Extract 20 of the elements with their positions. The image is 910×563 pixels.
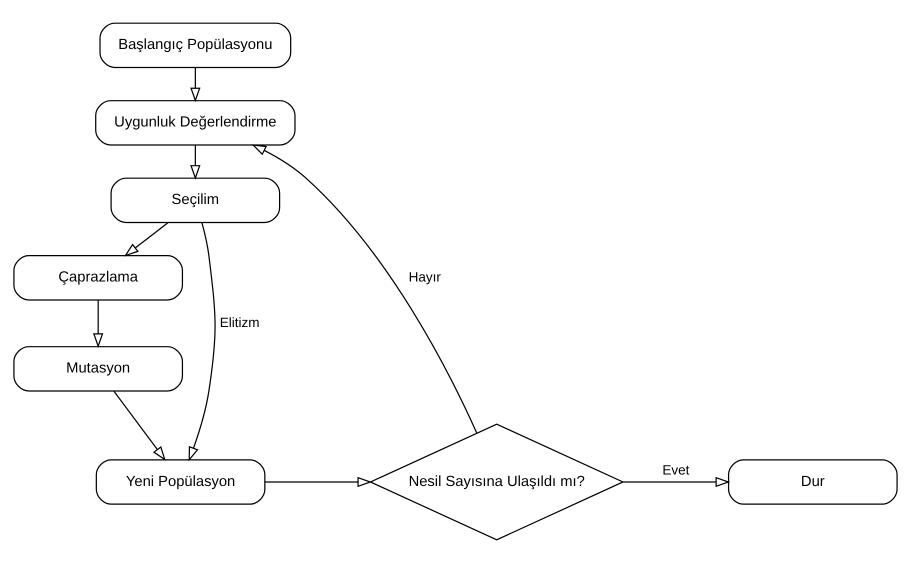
arrow <box>190 145 200 180</box>
node-box: Çaprazlama <box>12 255 183 301</box>
arrow <box>113 391 166 461</box>
arrow <box>92 300 103 348</box>
arrow <box>264 476 372 488</box>
node-box: Dur <box>727 459 898 505</box>
arrow <box>250 144 477 434</box>
node-box: Seçilim <box>110 178 280 224</box>
arrow <box>622 476 730 488</box>
node-box: Mutasyon <box>12 346 183 392</box>
node-box: Başlangıç Popülasyonu <box>98 22 291 68</box>
edge-label: Hayır <box>408 269 440 284</box>
edge-label: Elitizm <box>219 314 260 330</box>
arrow <box>124 222 168 257</box>
edge-label: Evet <box>662 462 689 478</box>
node-box: Yeni Popülasyon <box>95 459 265 505</box>
arrow <box>188 222 216 462</box>
node-diamond: Nesil Sayısına Ulaşıldı mı? <box>368 424 624 540</box>
node-box: Uygunluk Değerlendirme <box>94 100 296 146</box>
arrow <box>190 68 200 102</box>
